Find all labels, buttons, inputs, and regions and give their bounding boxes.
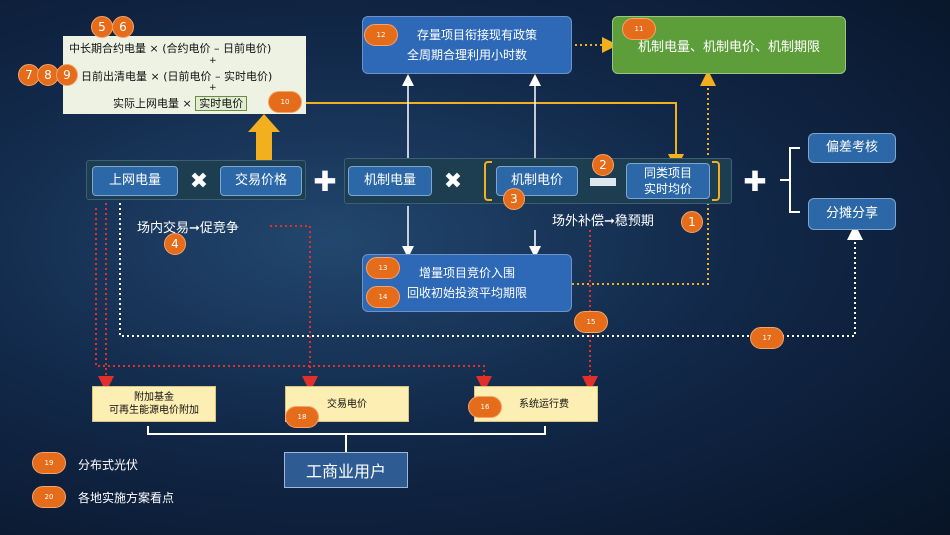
badge-13: 13 [366, 257, 400, 279]
settlement-formula-panel: 中长期合约电量 × (合约电价 – 日前电价) + 日前出清电量 × (日前电价… [63, 36, 306, 114]
formula-row2-expr: (日前电价 – 实时电价) [163, 70, 273, 83]
fund-line1: 附加基金 [134, 392, 174, 403]
label-outer-comp: 场外补偿➞稳预期 [552, 214, 654, 229]
dotted-mid-to-green [557, 70, 716, 285]
right-brace [780, 147, 800, 213]
box-sharing: 分摊分享 [808, 198, 896, 230]
badge-1: 1 [681, 211, 703, 233]
times-icon: ✖ [189, 168, 209, 194]
box-existing-projects: 存量项目衔接现有政策 全周期合理利用小时数 [362, 16, 572, 74]
box-commercial-users: 工商业用户 [284, 452, 408, 488]
yellow-connector-ref [295, 102, 684, 170]
system-fee-text: 系统运行费 [519, 398, 569, 410]
red-line-fee-left [95, 208, 492, 392]
trade-price-text: 交易电价 [327, 398, 367, 410]
legend-distributed-pv: 分布式光伏 [78, 458, 139, 472]
badge-4: 4 [164, 233, 186, 255]
plus-icon-2: ✚ [743, 164, 767, 198]
existing-line1: 存量项目衔接现有政策 [416, 28, 537, 42]
bracket-right-icon [712, 161, 720, 201]
formula-row-contract: 中长期合约电量 × (合约电价 – 日前电价) [69, 40, 271, 56]
chip-trade-price: 交易价格 [220, 166, 302, 196]
bracket-left-icon [484, 161, 492, 201]
badge-15: 15 [574, 311, 608, 333]
formula-row1-expr: (合约电价 – 日前电价) [162, 42, 272, 55]
existing-line2: 全周期合理利用小时数 [406, 48, 527, 62]
formula-row3-realtime-price: 实时电价 [195, 96, 248, 111]
label-inner-trade: 场内交易➞促竞争 [137, 221, 239, 236]
chip-mech-volume: 机制电量 [348, 166, 432, 196]
box-surcharge-fund: 附加基金 可再生能源电价附加 [92, 386, 216, 422]
badge-3: 3 [503, 188, 525, 210]
badge-17: 17 [750, 327, 784, 349]
badge-14: 14 [366, 286, 400, 308]
new-line1: 增量项目竞价入围 [418, 266, 515, 280]
dotted-loop-sharing [119, 198, 863, 337]
formula-plus-1: + [209, 56, 217, 66]
badge-20: 20 [32, 486, 66, 508]
legend-local-plans: 各地实施方案看点 [78, 491, 175, 505]
red-line-trade [270, 225, 318, 392]
badge-10: 10 [268, 91, 302, 113]
badge-2: 2 [592, 154, 614, 176]
badge-18: 18 [285, 406, 319, 428]
chip-ref-price: 同类项目 实时均价 [626, 163, 710, 199]
times-icon-2: ✖ [443, 168, 463, 194]
fund-line2: 可再生能源电价附加 [109, 405, 199, 416]
formula-plus-2: + [209, 83, 217, 93]
chip-volume: 上网电量 [92, 166, 178, 196]
badge-6: 6 [112, 16, 134, 38]
formula-row-dayahead: 日前出清电量 × (日前电价 – 实时电价) [81, 68, 272, 84]
formula-row3-label: 实际上网电量 × [113, 97, 192, 110]
plus-icon: ✚ [313, 164, 337, 198]
badge-5: 5 [91, 16, 113, 38]
box-deviation-check: 偏差考核 [808, 133, 896, 163]
minus-icon [590, 178, 616, 186]
badge-16: 16 [468, 396, 502, 418]
formula-row-actual: 实际上网电量 × 实时电价 [113, 95, 248, 111]
badge-9: 9 [56, 64, 78, 86]
new-line2: 回收初始投资平均期限 [406, 286, 527, 300]
badge-19: 19 [32, 452, 66, 474]
bottom-bracket [147, 426, 546, 452]
formula-row1-label: 中长期合约电量 × [69, 42, 159, 55]
badge-11: 11 [622, 18, 656, 40]
yellow-up-arrow [248, 114, 280, 162]
formula-row2-label: 日前出清电量 × [81, 70, 160, 83]
badge-12: 12 [364, 24, 398, 46]
